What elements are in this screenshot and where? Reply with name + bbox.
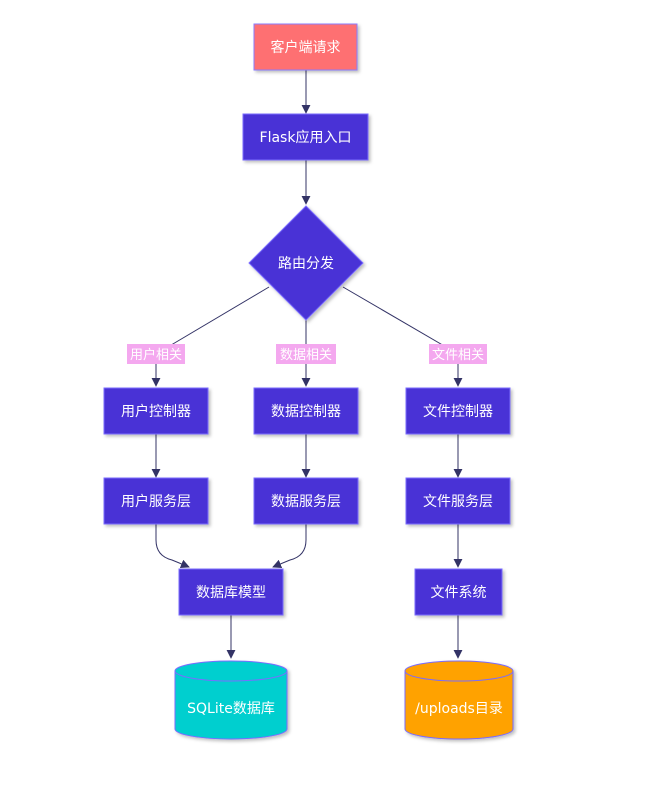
svg-text:数据服务层: 数据服务层 [271,494,341,510]
node-sqlite-database-cylinder: SQLite数据库 [174,660,288,740]
svg-text:用户服务层: 用户服务层 [121,493,191,510]
node-file-service: 文件服务层 [405,477,511,525]
svg-text:数据库模型: 数据库模型 [196,585,266,601]
node-uploads-directory-cylinder: /uploads目录 [404,660,514,740]
node-user-controller: 用户控制器 [103,387,209,435]
edge-routing-to-file-label [342,286,459,355]
svg-text:数据相关: 数据相关 [280,348,332,363]
node-flask-entry: Flask应用入口 [242,113,369,161]
edge-user-service-to-db-model [155,524,190,569]
edge-routing-to-user-label [155,286,270,355]
svg-text:Flask应用入口: Flask应用入口 [260,129,352,146]
svg-text:文件服务层: 文件服务层 [423,494,493,510]
edge-data-service-to-db-model [272,524,307,569]
svg-text:/uploads目录: /uploads目录 [415,701,503,717]
node-data-service: 数据服务层 [253,477,359,525]
node-client-request: 客户端请求 [253,23,358,71]
node-user-service: 用户服务层 [103,477,209,525]
svg-text:客户端请求: 客户端请求 [271,39,341,56]
svg-text:文件控制器: 文件控制器 [423,404,493,420]
svg-text:SQLite数据库: SQLite数据库 [187,701,275,717]
svg-text:数据控制器: 数据控制器 [271,404,341,420]
node-file-controller: 文件控制器 [405,387,511,435]
edge-label-file: 文件相关 [429,344,487,364]
svg-text:用户控制器: 用户控制器 [121,403,191,420]
node-data-controller: 数据控制器 [253,387,359,435]
svg-text:文件系统: 文件系统 [431,585,487,601]
svg-text:路由分发: 路由分发 [278,256,334,272]
edge-label-user: 用户相关 [127,344,185,364]
node-db-model: 数据库模型 [178,568,284,616]
svg-text:文件相关: 文件相关 [432,348,484,363]
node-routing-decision: 路由分发 [248,205,364,321]
edge-label-data: 数据相关 [276,344,336,364]
node-file-system: 文件系统 [414,568,503,616]
svg-text:用户相关: 用户相关 [130,347,182,363]
edges [151,70,463,659]
